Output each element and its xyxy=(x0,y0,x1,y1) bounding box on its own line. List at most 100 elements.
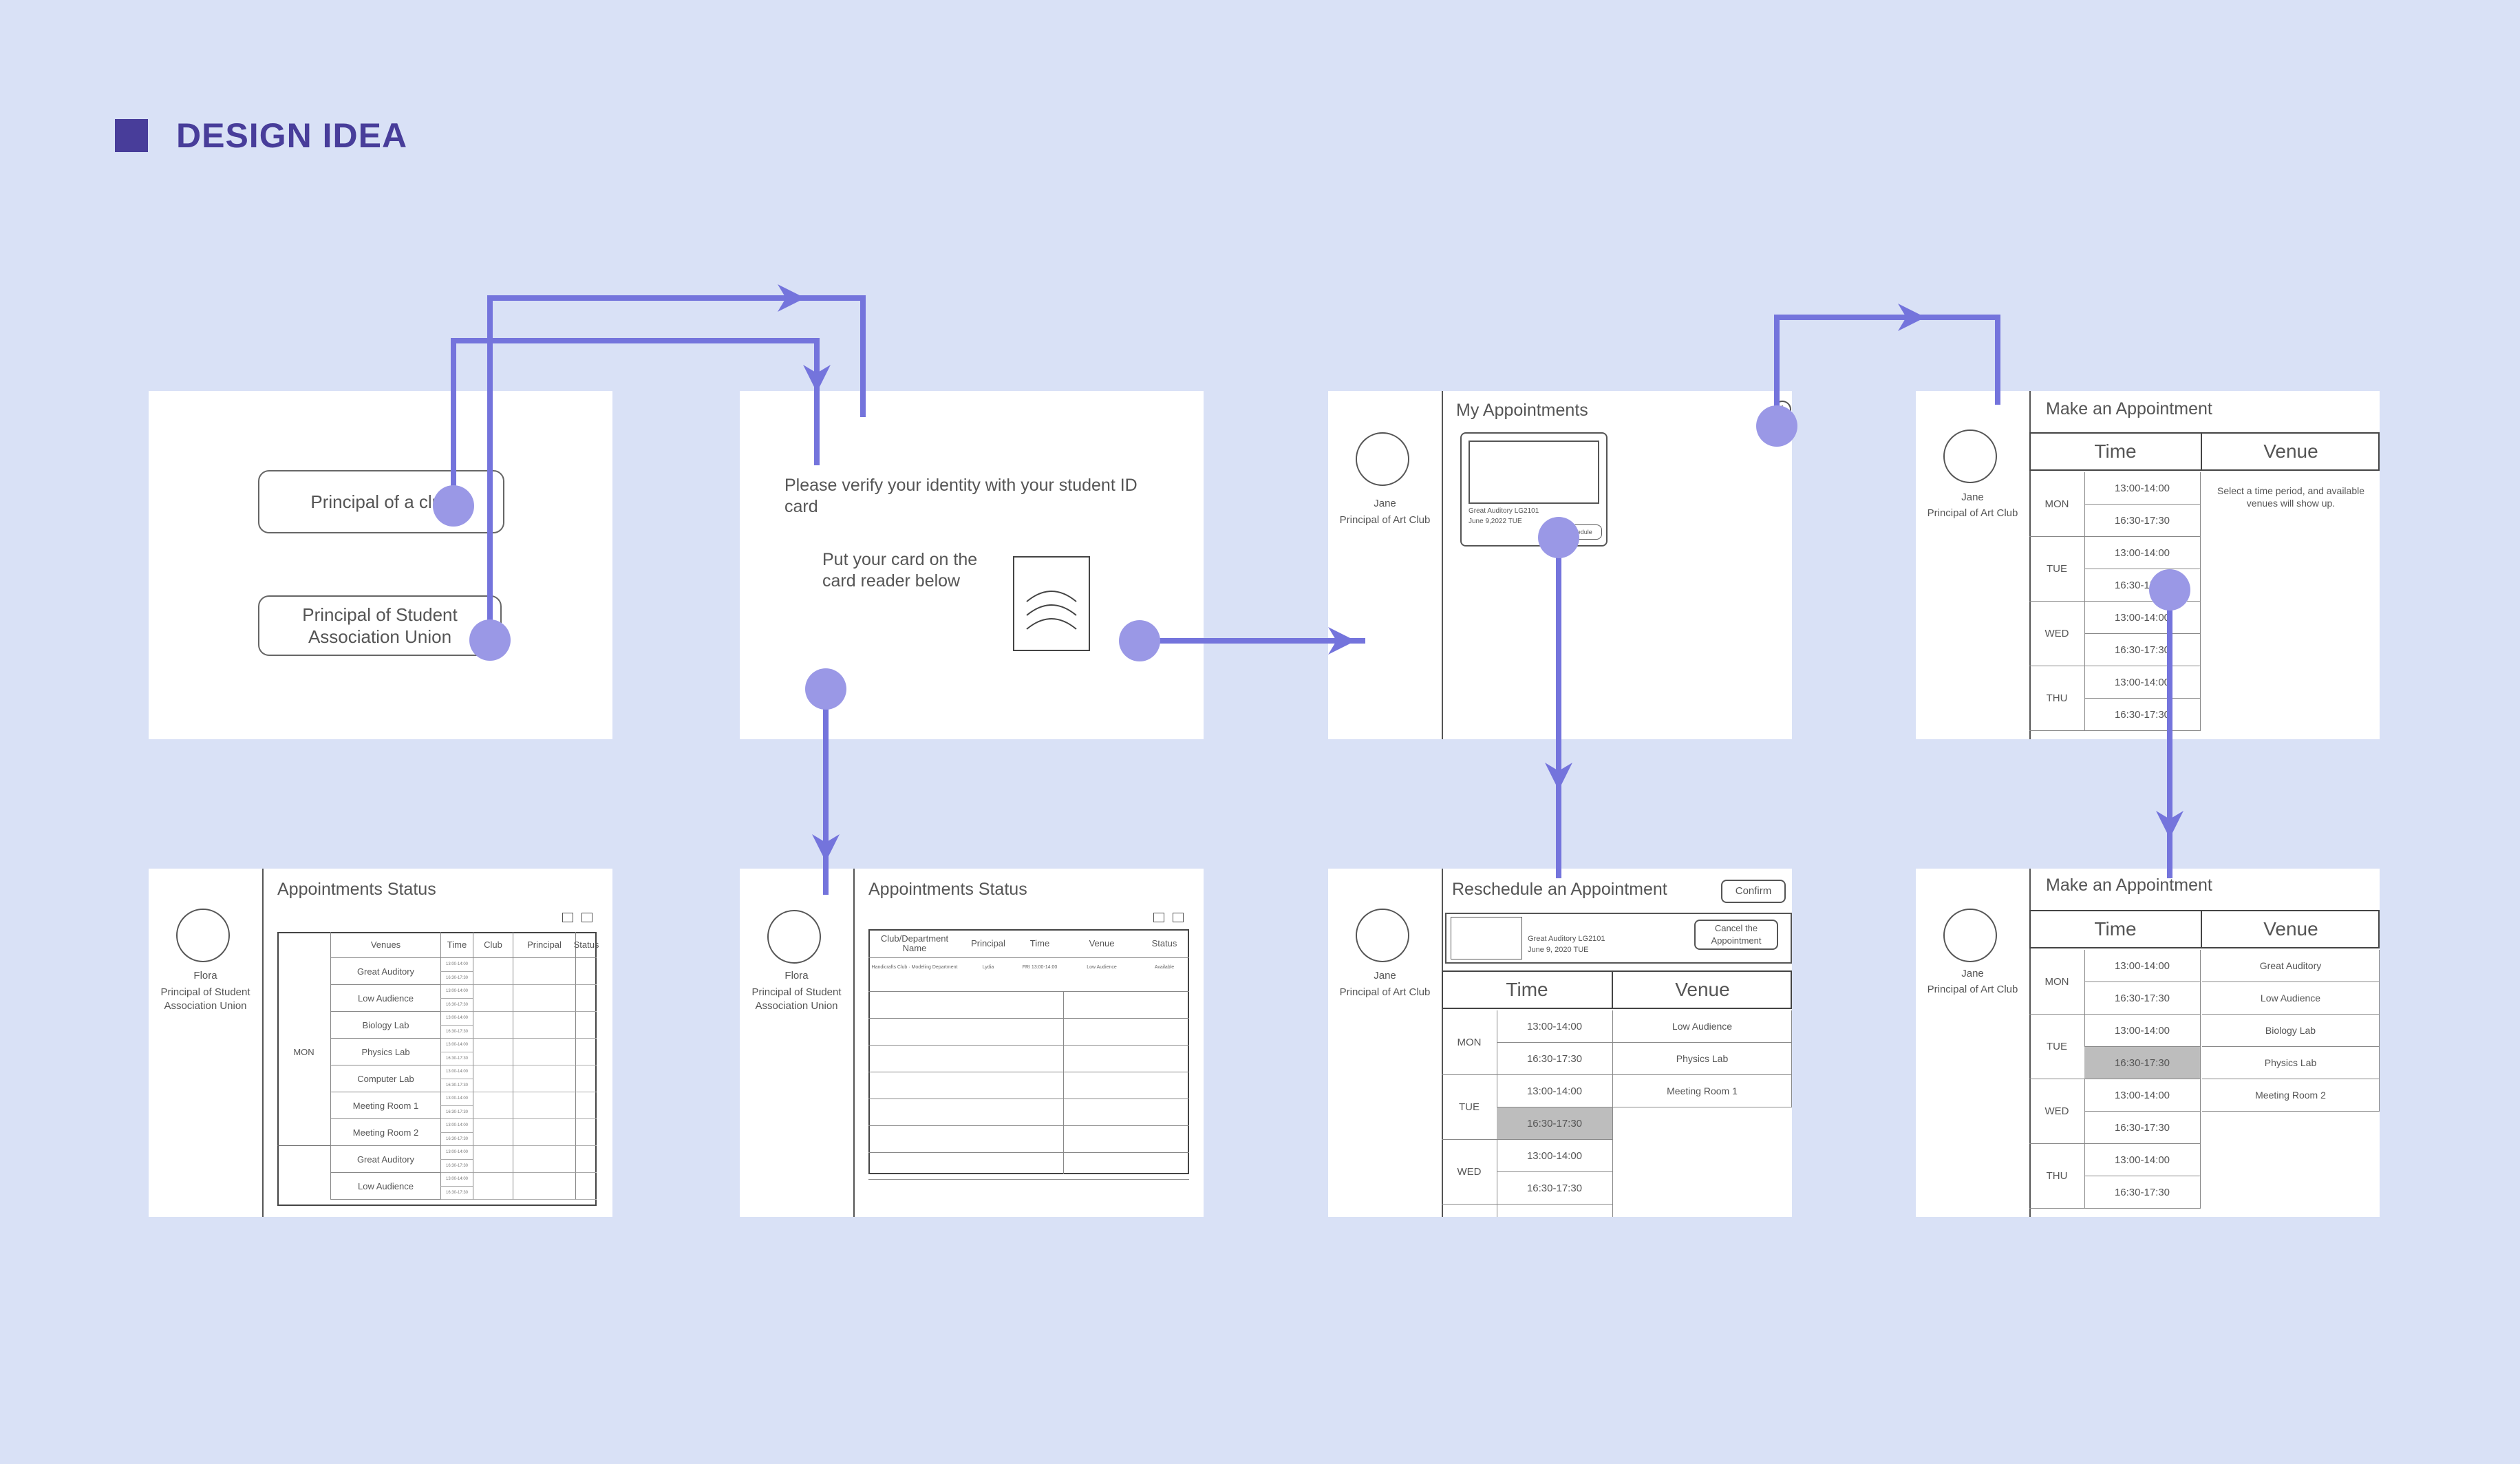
day-label: MON xyxy=(277,958,330,1146)
user-sidebar: Jane Principal of Art Club xyxy=(1916,869,2031,1217)
card-reader-icon xyxy=(1013,556,1090,651)
row-divider xyxy=(868,1152,1189,1153)
col-time: Time xyxy=(2094,918,2137,940)
avatar xyxy=(1356,432,1409,486)
time-slot: 16:30-17:30 xyxy=(1497,1107,1612,1140)
avatar xyxy=(1356,909,1409,962)
column-header: Time xyxy=(440,932,473,958)
day-label: MON xyxy=(2029,472,2084,537)
time-cell: 13:00-14:00 xyxy=(440,1092,473,1106)
row-divider xyxy=(868,1179,1189,1180)
screen-make-appointment-selected: Jane Principal of Art Club Make an Appoi… xyxy=(1916,869,2380,1217)
empty-cell xyxy=(575,1173,597,1200)
time-slot: 16:30-17:30 xyxy=(2084,505,2200,537)
list-cell: Available xyxy=(1154,965,1175,970)
table-header xyxy=(2029,432,2380,471)
divider xyxy=(2200,950,2201,1209)
user-name: Jane xyxy=(1961,968,1984,979)
user-role: Principal of Art Club xyxy=(1339,986,1431,998)
time-slot: 13:00-14:00 xyxy=(2084,1079,2200,1112)
column-divider xyxy=(1063,991,1064,1174)
user-name: Jane xyxy=(1374,498,1396,509)
col-time: Time xyxy=(1506,979,1548,1000)
column-header: Club/Department Name xyxy=(868,929,961,958)
list-cell: Handicrafts Club · Modeling Department xyxy=(871,965,958,970)
empty-cell xyxy=(473,1119,513,1146)
time-slot: 16:30-17:30 xyxy=(2084,1176,2200,1209)
day-label: THU xyxy=(2029,1144,2084,1209)
time-cell: 13:00-14:00 xyxy=(440,985,473,999)
flow-node xyxy=(469,619,511,661)
role-club-button[interactable]: Principal of a club xyxy=(258,470,504,533)
venue-name: Computer Lab xyxy=(330,1065,440,1092)
avatar xyxy=(1943,429,1997,483)
venue-name: Low Audience xyxy=(330,985,440,1012)
column-header: Principal xyxy=(513,932,575,958)
time-slot: 16:30-17:30 xyxy=(2084,699,2200,731)
empty-cell xyxy=(513,1173,575,1200)
venue-hint: Select a time period, and available venu… xyxy=(2217,485,2365,509)
venue-option: Physics Lab xyxy=(1613,1043,1792,1075)
page-title: DESIGN IDEA xyxy=(176,116,408,155)
cancel-appointment-button[interactable]: Cancel the Appointment xyxy=(1694,920,1778,950)
status-title: Appointments Status xyxy=(277,880,436,899)
empty-cell xyxy=(473,1065,513,1092)
flow-node xyxy=(1756,405,1797,447)
card-venue-line: Great Auditory LG2101 xyxy=(1528,935,1605,943)
current-appointment-card: Great Auditory LG2101 June 9, 2020 TUE C… xyxy=(1445,913,1792,964)
time-cell: 16:30-17:30 xyxy=(440,1052,473,1065)
list-cell: Low Audience xyxy=(1087,965,1117,970)
time-slot: 13:00-14:00 xyxy=(2084,472,2200,505)
empty-cell xyxy=(513,1065,575,1092)
screen-role-select: Principal of a club Principal of Student… xyxy=(149,391,612,739)
venue-name: Low Audience xyxy=(330,1173,440,1200)
confirm-button[interactable]: Confirm xyxy=(1721,880,1786,903)
expand-icon[interactable] xyxy=(581,913,592,922)
empty-cell xyxy=(513,1039,575,1065)
divider xyxy=(2201,910,2202,948)
user-sidebar: Jane Principal of Art Club xyxy=(1328,391,1443,739)
time-slot: 13:00-14:00 xyxy=(2084,1015,2200,1047)
divider xyxy=(2201,432,2202,471)
header-square-icon xyxy=(115,119,148,152)
time-slot: 13:00-14:00 xyxy=(2084,666,2200,699)
user-role: Principal of Art Club xyxy=(1927,984,2018,995)
time-cell: 16:30-17:30 xyxy=(440,1025,473,1039)
divider xyxy=(2084,950,2085,1209)
minimize-icon[interactable] xyxy=(562,913,573,922)
user-name: Flora xyxy=(784,970,809,982)
col-time: Time xyxy=(2094,441,2137,462)
empty-cell xyxy=(473,985,513,1012)
day-label: TUE xyxy=(2029,537,2084,602)
empty-cell xyxy=(575,1146,597,1173)
screen-reschedule: Jane Principal of Art Club Reschedule an… xyxy=(1328,869,1792,1217)
avatar xyxy=(176,909,230,962)
time-cell: 13:00-14:00 xyxy=(440,1119,473,1133)
time-slot: 16:30-17:30 xyxy=(2084,1112,2200,1144)
time-cell: 13:00-14:00 xyxy=(440,1173,473,1187)
column-header: Status xyxy=(1140,929,1189,958)
card-venue-line: Great Auditory LG2101 xyxy=(1469,507,1539,515)
day-label: THU xyxy=(2029,666,2084,731)
col-venue: Venue xyxy=(2263,918,2318,940)
minimize-icon[interactable] xyxy=(1153,913,1164,922)
card-instruction: Put your card on the card reader below xyxy=(822,550,978,591)
venue-option: Biology Lab xyxy=(2202,1015,2380,1047)
flow-club-to-verify xyxy=(451,338,820,506)
avatar xyxy=(767,910,821,964)
empty-cell xyxy=(513,958,575,985)
row-divider xyxy=(868,1045,1189,1046)
venue-name: Physics Lab xyxy=(330,1039,440,1065)
status-title: Appointments Status xyxy=(868,880,1027,899)
time-slot: 16:30-17:30 xyxy=(2084,634,2200,666)
my-appointments-title: My Appointments xyxy=(1456,401,1588,420)
expand-icon[interactable] xyxy=(1173,913,1184,922)
time-slot: 13:00-14:00 xyxy=(2084,602,2200,634)
make-appointment-title: Make an Appointment xyxy=(2046,399,2212,418)
table-header xyxy=(2029,910,2380,948)
time-cell: 13:00-14:00 xyxy=(440,1065,473,1079)
empty-cell xyxy=(575,985,597,1012)
time-slot: 13:00-14:00 xyxy=(2084,537,2200,569)
column-header: Venues xyxy=(330,932,440,958)
venue-name: Biology Lab xyxy=(330,1012,440,1039)
